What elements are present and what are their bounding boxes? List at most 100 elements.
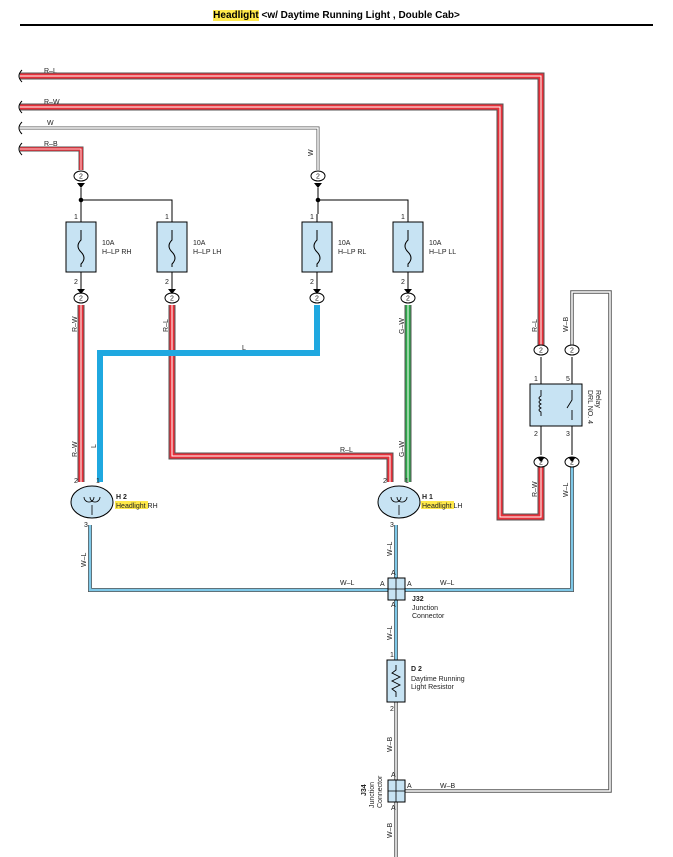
svg-text:A: A: [391, 602, 396, 609]
diagram-title: Headlight <w/ Daytime Running Light , Do…: [0, 10, 673, 21]
wire-l-to-h2: [97, 305, 320, 482]
svg-text:3: 3: [566, 431, 570, 438]
svg-text:W–L: W–L: [387, 542, 394, 557]
svg-text:2: 2: [406, 296, 410, 303]
resistor-d2: 1 2 D 2 Daytime Running Light Resistor: [386, 652, 465, 713]
svg-text:2: 2: [539, 348, 543, 355]
svg-text:3: 3: [84, 522, 88, 529]
svg-text:2: 2: [570, 348, 574, 355]
svg-text:DRL NO. 4: DRL NO. 4: [586, 390, 593, 424]
svg-text:Junction: Junction: [412, 605, 438, 612]
svg-text:1: 1: [401, 214, 405, 221]
svg-text:10A: 10A: [102, 240, 115, 247]
svg-text:Connector: Connector: [377, 775, 384, 808]
svg-text:R–B: R–B: [44, 141, 58, 148]
wire-r-b-bus: [20, 146, 84, 170]
svg-text:2: 2: [79, 296, 83, 303]
svg-text:2: 2: [74, 279, 78, 286]
svg-text:Headlight RH: Headlight RH: [116, 503, 158, 510]
svg-text:G–W: G–W: [399, 441, 406, 457]
svg-text:R–L: R–L: [44, 68, 57, 75]
svg-text:2: 2: [534, 431, 538, 438]
title-rule: [20, 24, 653, 26]
connector-icons: 2 2 2 2 2 2 2 2 2 2: [73, 170, 580, 468]
svg-text:R–L: R–L: [340, 447, 353, 454]
wire-break-marks: [18, 69, 23, 156]
svg-text:A: A: [407, 581, 412, 588]
fuse-h-lp-rh: 1 2 10A H–LP RH: [65, 214, 131, 286]
fuse-leads: [80, 214, 409, 291]
svg-text:A: A: [391, 772, 396, 779]
svg-text:G–W: G–W: [399, 318, 406, 334]
svg-text:H–LP LL: H–LP LL: [429, 249, 456, 256]
fuse-h-lp-lh: 1 2 10A H–LP LH: [156, 214, 221, 286]
svg-text:A: A: [407, 783, 412, 790]
svg-text:H–LP RH: H–LP RH: [102, 249, 131, 256]
title-highlight: Headlight: [213, 10, 259, 21]
wire-r-l-bus: [20, 72, 545, 345]
svg-text:1: 1: [96, 478, 100, 485]
svg-text:2: 2: [390, 706, 394, 713]
svg-text:W–B: W–B: [387, 737, 394, 753]
svg-text:W–L: W–L: [340, 580, 355, 587]
svg-text:H 2: H 2: [116, 494, 127, 501]
svg-text:W: W: [47, 120, 54, 127]
svg-text:2: 2: [310, 279, 314, 286]
wire-r-l-to-h1: [168, 305, 394, 482]
relay-drl-no4: 1 5 2 3 DRL NO. 4 Relay: [529, 357, 601, 455]
svg-text:Headlight LH: Headlight LH: [422, 503, 462, 510]
svg-text:2: 2: [74, 478, 78, 485]
headlight-h1-lh: 2 1 3 H 1 Headlight LH: [377, 478, 462, 529]
svg-text:5: 5: [566, 376, 570, 383]
svg-text:Light Resistor: Light Resistor: [411, 684, 454, 691]
svg-text:A: A: [391, 570, 396, 577]
fuse-h-lp-ll: 1 2 10A H–LP LL: [392, 214, 456, 286]
svg-text:10A: 10A: [338, 240, 351, 247]
svg-text:R–W: R–W: [72, 316, 79, 332]
svg-text:L: L: [242, 345, 246, 352]
svg-text:Relay: Relay: [594, 390, 601, 408]
svg-text:Connector: Connector: [412, 613, 445, 620]
svg-text:R–L: R–L: [532, 319, 539, 332]
svg-text:H–LP LH: H–LP LH: [193, 249, 221, 256]
bus-labels: R–L R–W W R–B: [44, 68, 60, 148]
svg-text:W: W: [308, 149, 315, 156]
junction-connector-j32: A A A A J32 Junction Connector: [380, 570, 445, 620]
svg-text:2: 2: [165, 279, 169, 286]
svg-text:1: 1: [165, 214, 169, 221]
svg-text:W–B: W–B: [387, 823, 394, 839]
svg-text:W–L: W–L: [387, 626, 394, 641]
svg-text:W–L: W–L: [440, 580, 455, 587]
svg-text:2: 2: [170, 296, 174, 303]
svg-text:W–B: W–B: [440, 783, 456, 790]
svg-text:H–LP RL: H–LP RL: [338, 249, 366, 256]
svg-text:R–L: R–L: [163, 319, 170, 332]
svg-text:1: 1: [390, 652, 394, 659]
wire-r-w-bus: [20, 103, 545, 521]
wire-w-l-ground: [88, 462, 574, 660]
svg-text:2: 2: [539, 460, 543, 467]
svg-text:A: A: [391, 805, 396, 812]
svg-text:2: 2: [570, 460, 574, 467]
svg-text:1: 1: [310, 214, 314, 221]
svg-text:1: 1: [534, 376, 538, 383]
svg-text:2: 2: [401, 279, 405, 286]
headlight-h2-rh: 2 1 3 H 2 Headlight RH: [70, 478, 158, 529]
svg-text:Daytime Running: Daytime Running: [411, 676, 465, 683]
svg-text:R–W: R–W: [72, 441, 79, 457]
svg-text:W–L: W–L: [563, 483, 570, 498]
junction-connector-j34: A A A J34 Junction Connector: [361, 772, 412, 812]
svg-text:R–W: R–W: [44, 99, 60, 106]
wire-labels: R–W R–L G–W W R–W L G–W L R–L R–L W–B R–…: [72, 149, 570, 838]
svg-text:2: 2: [383, 478, 387, 485]
svg-text:H 1: H 1: [422, 494, 433, 501]
svg-text:2: 2: [315, 296, 319, 303]
svg-text:D 2: D 2: [411, 666, 422, 673]
svg-text:A: A: [380, 581, 385, 588]
svg-text:2: 2: [316, 174, 320, 181]
svg-text:2: 2: [79, 174, 83, 181]
svg-text:J32: J32: [412, 596, 424, 603]
wire-w-b: [394, 290, 612, 857]
fuse-feed-lines: [78, 188, 409, 214]
